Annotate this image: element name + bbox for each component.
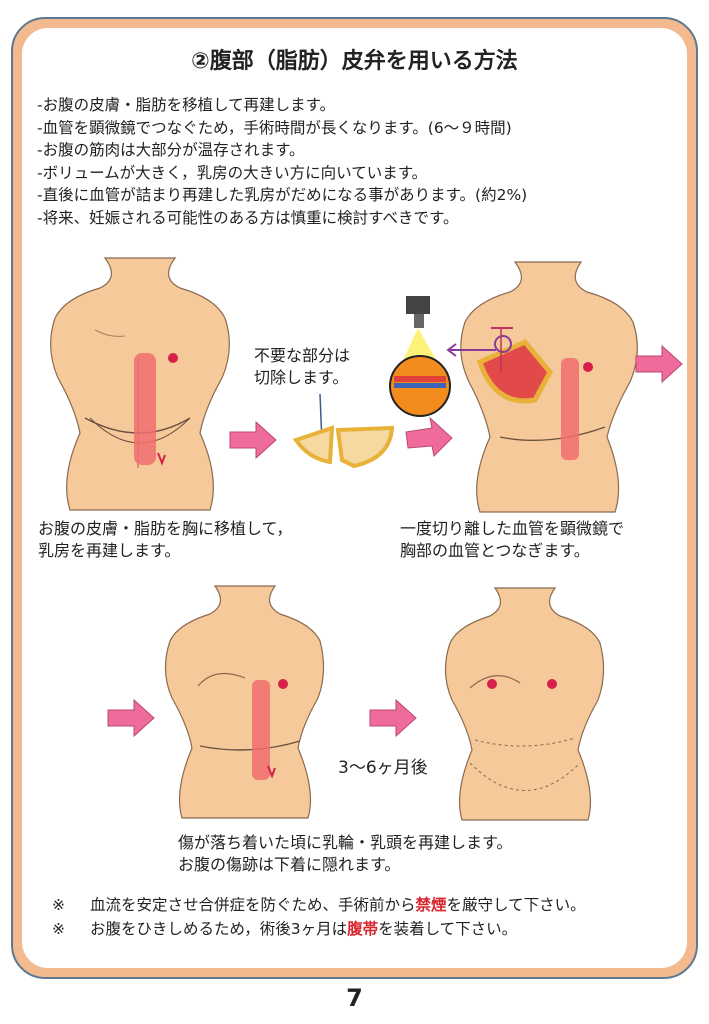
caption-right: 一度切り離した血管を顕微鏡で 胸部の血管とつなぎます。 (400, 518, 624, 562)
pink-arrow (369, 698, 417, 738)
torso-flap-transplanted-illustration (460, 261, 638, 513)
purple-arrow-icon (446, 343, 496, 357)
note-item: ※ 血流を安定させ合併症を防ぐため、手術前から禁煙を厳守して下さい。 (52, 893, 586, 917)
caption-line: お腹の皮膚・脂肪を胸に移植して， (38, 519, 293, 538)
callout-text: 不要な部分は 切除します。 (254, 345, 350, 389)
note-item: ※ お腹をひきしめるため，術後3ヶ月は腹帯を装着して下さい。 (52, 917, 586, 941)
note-text: お腹をひきしめるため，術後3ヶ月は (90, 920, 348, 938)
bullet-list: -お腹の皮膚・脂肪を移植して再建します。 -血管を顕微鏡でつなぐため，手術時間が… (37, 94, 527, 229)
pink-arrow (635, 344, 683, 384)
page-number: 7 (346, 984, 363, 1012)
torso-flap-marked-illustration (50, 257, 230, 511)
torso-final-result-illustration (444, 587, 605, 821)
bullet-item: -血管を顕微鏡でつなぐため，手術時間が長くなります。(6〜９時間) (37, 118, 512, 137)
bullet-item: -お腹の筋肉は大部分が温存されます。 (37, 141, 305, 159)
bullet-item: -将来、妊娠される可能性のある方は慎重に検討すべきです。 (37, 208, 459, 227)
caption-line: 胸部の血管とつなぎます。 (400, 541, 590, 560)
notes-list: ※ 血流を安定させ合併症を防ぐため、手術前から禁煙を厳守して下さい。 ※ お腹をひき… (52, 893, 586, 941)
excised-flap-illustration (292, 393, 395, 469)
microscope-view-illustration (389, 296, 451, 417)
callout-line: 不要な部分は (254, 346, 351, 365)
note-text: 血流を安定させ合併症を防ぐため、手術前から (90, 896, 416, 914)
caption-line: 乳房を再建します。 (38, 541, 181, 560)
pink-arrow (107, 698, 155, 738)
caption-line: お腹の傷跡は下着に隠れます。 (178, 855, 401, 874)
note-mark: ※ (52, 896, 65, 914)
pink-arrow (405, 416, 453, 458)
note-text: を厳守して下さい。 (446, 896, 586, 914)
callout-line: 切除します。 (254, 368, 349, 387)
torso-healing-illustration (164, 585, 325, 819)
bullet-item: -ボリュームが大きく，乳房の大きい方に向いています。 (37, 163, 428, 182)
caption-left: お腹の皮膚・脂肪を胸に移植して， 乳房を再建します。 (38, 518, 292, 562)
time-label: 3〜6ヶ月後 (338, 758, 428, 778)
bullet-item: -直後に血管が詰まり再建した乳房がだめになる事があります。(約2%) (37, 186, 528, 204)
bullet-item: -お腹の皮膚・脂肪を移植して再建します。 (37, 96, 336, 114)
note-mark: ※ (52, 920, 65, 938)
page-title: ②腹部（脂肪）皮弁を用いる方法 (191, 49, 518, 74)
note-highlight: 禁煙 (415, 896, 447, 914)
pink-arrow (229, 420, 277, 460)
caption-bottom: 傷が落ち着いた頃に乳輪・乳頭を再建します。 お腹の傷跡は下着に隠れます。 (178, 832, 512, 876)
caption-line: 一度切り離した血管を顕微鏡で (400, 519, 625, 538)
note-highlight: 腹帯 (347, 920, 379, 938)
note-text: を装着して下さい。 (378, 920, 518, 938)
caption-line: 傷が落ち着いた頃に乳輪・乳頭を再建します。 (178, 833, 513, 852)
